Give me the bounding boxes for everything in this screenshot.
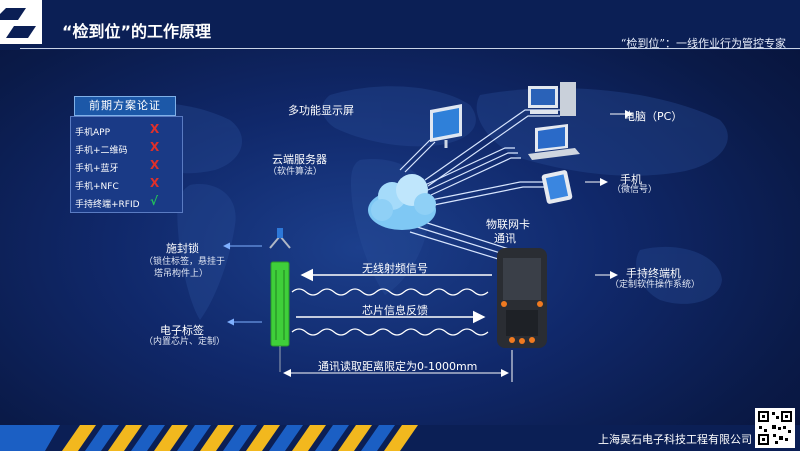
distance-range-arrow bbox=[283, 350, 513, 382]
tag-label-arrows bbox=[223, 242, 262, 326]
display-monitor-icon bbox=[430, 104, 462, 148]
header-divider bbox=[20, 48, 800, 49]
scheme-option-label: 手机+二维码 bbox=[75, 146, 128, 156]
label-arrows bbox=[585, 110, 633, 279]
reject-mark-icon: X bbox=[150, 158, 160, 172]
electronic-tag-label: 电子标签 bbox=[160, 324, 204, 337]
distance-label: 通讯读取距离限定为0-1000mm bbox=[318, 360, 478, 373]
page-title: “检到位”的工作原理 bbox=[62, 22, 212, 41]
electronic-tag-icon bbox=[270, 261, 290, 372]
pc-label: 电脑（PC） bbox=[624, 110, 683, 123]
feedback-signal-wave bbox=[291, 328, 489, 336]
phone-sublabel: （微信号） bbox=[612, 185, 658, 195]
cloud-server-label: 云端服务器 bbox=[272, 153, 327, 166]
terminal-sublabel: （定制软件操作系统） bbox=[610, 280, 701, 290]
seal-lock-sublabel-2: 塔吊构件上） bbox=[154, 269, 209, 279]
electronic-tag-sublabel: （内置芯片、定制） bbox=[144, 337, 226, 347]
scheme-panel-title: 前期方案论证 bbox=[74, 96, 176, 116]
reject-mark-icon: X bbox=[150, 122, 160, 136]
desktop-pc-icon bbox=[528, 82, 576, 116]
reject-mark-icon: X bbox=[150, 140, 160, 154]
handheld-terminal-icon bbox=[497, 248, 547, 348]
company-name: 上海昊石电子科技工程有限公司 bbox=[598, 433, 752, 446]
header-bar bbox=[0, 0, 800, 50]
accept-check-icon: √ bbox=[150, 194, 159, 208]
scheme-panel: 手机APP X 手机+二维码 X 手机+蓝牙 X 手机+NFC X 手持终端+R… bbox=[70, 116, 183, 213]
brand-stripes-icon bbox=[0, 0, 42, 44]
header-subtitle: “检到位”：一线作业行为管控专家 bbox=[620, 37, 786, 50]
iot-card-label: 物联网卡 bbox=[486, 218, 530, 231]
rf-signal-wave bbox=[291, 288, 489, 296]
tablet-icon bbox=[541, 170, 573, 204]
feedback-signal-label: 芯片信息反馈 bbox=[362, 304, 428, 317]
laptop-icon bbox=[528, 124, 580, 160]
scheme-option-label: 手机APP bbox=[75, 128, 111, 138]
qr-code-icon bbox=[755, 408, 795, 448]
iot-comm-label: 通讯 bbox=[494, 232, 516, 245]
rf-signal-label: 无线射频信号 bbox=[362, 262, 428, 275]
seal-lock-label: 施封锁 bbox=[166, 242, 199, 255]
terminal-label: 手持终端机 bbox=[626, 267, 681, 280]
cloud-server-icon bbox=[368, 174, 436, 230]
footer-stripes bbox=[0, 425, 418, 451]
cloud-server-sublabel: （软件算法） bbox=[268, 167, 323, 177]
display-label: 多功能显示屏 bbox=[288, 104, 354, 117]
seal-lock-icon bbox=[269, 228, 291, 249]
seal-lock-sublabel: （锁住标签，悬挂于 bbox=[144, 257, 226, 267]
scheme-option-label: 手持终端+RFID bbox=[75, 200, 140, 210]
scheme-option-label: 手机+NFC bbox=[75, 182, 119, 192]
reject-mark-icon: X bbox=[150, 176, 160, 190]
phone-label: 手机 bbox=[620, 173, 642, 186]
scheme-option-label: 手机+蓝牙 bbox=[75, 164, 119, 174]
